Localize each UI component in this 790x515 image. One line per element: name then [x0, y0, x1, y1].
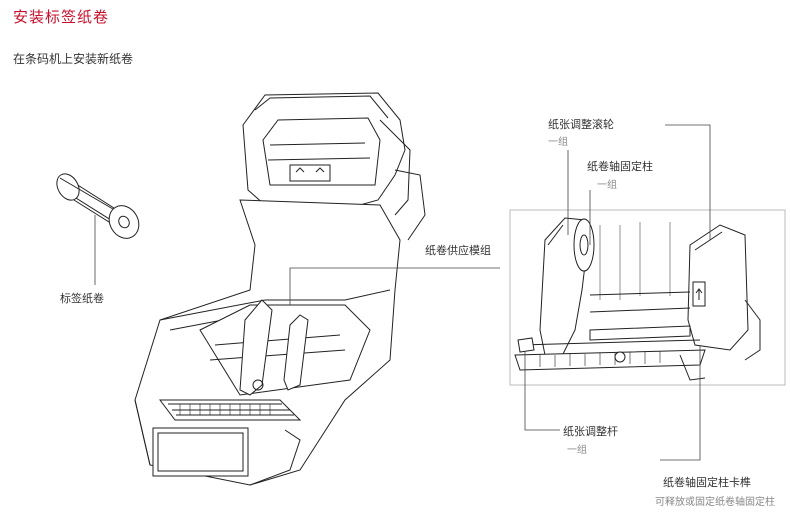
detail-inset — [509, 209, 786, 386]
adjust-lever-qty: 一组 — [567, 445, 587, 456]
printer-drawing — [134, 92, 426, 486]
spindle-post-qty: 一组 — [597, 180, 617, 191]
page-title: 安装标签纸卷 — [13, 8, 110, 26]
page-subtitle: 在条码机上安装新纸卷 — [13, 52, 134, 66]
spindle-post-label: 纸卷轴固定柱 — [587, 160, 653, 173]
tension-roller-label: 纸张调整滚轮 — [548, 118, 614, 131]
adjust-lever-label: 纸张调整杆 — [563, 425, 618, 438]
label-roll-label: 标签纸卷 — [60, 292, 104, 305]
label-roll-drawing — [56, 173, 140, 239]
supply-module-label: 纸卷供应模组 — [425, 244, 491, 257]
tension-roller-qty: 一组 — [548, 137, 568, 148]
post-latch-label: 纸卷轴固定柱卡榫 — [663, 476, 751, 489]
post-latch-desc: 可释放或固定纸卷轴固定柱 — [655, 497, 775, 508]
